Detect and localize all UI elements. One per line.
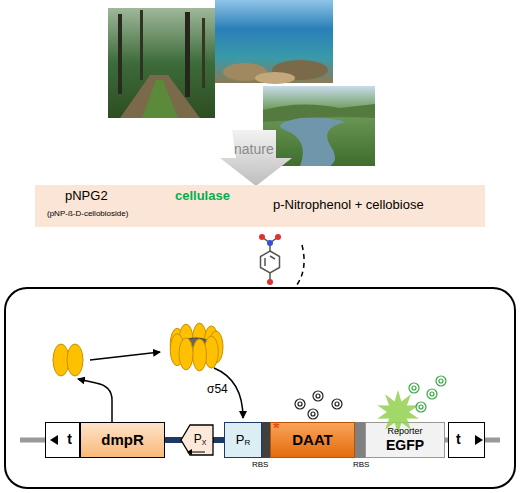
dmpr-complex [170,323,223,371]
p-nitrophenol-structure [259,234,281,285]
rbs-segment [262,422,270,458]
node-text: EGFP [386,438,424,453]
node-text: P [236,433,245,447]
node-text: X [202,439,207,447]
forest-photo [185,12,190,97]
gene-box: DAAT [270,422,355,458]
product-molecule [332,399,342,409]
p-nitrophenol-structure [275,234,281,240]
fluorescent-molecule [412,386,416,390]
fluorescent-molecule [436,376,446,386]
terminator-box: t [448,422,485,458]
river-photo [263,86,375,166]
promoter-direction [187,449,205,455]
p-nitrophenol-structure [267,279,273,285]
rbs-label: RBS [252,461,268,470]
dmpr-dimer [53,344,83,376]
product-molecule [298,402,302,406]
sigma-factor-label: σ54 [207,383,228,396]
nature-arrow [220,130,292,186]
forest-photo [118,14,122,94]
product-molecule [295,391,342,419]
node-text: R [244,439,250,448]
p-nitrophenol-structure [264,258,266,266]
dmpr-complex [179,338,193,370]
source-label: nature [234,142,274,157]
node-text: Reporter [387,427,422,437]
node-text: P [194,433,202,446]
gene-box: dmpR [80,422,165,458]
fluorescent-molecule [409,376,446,412]
dmpr-complex [193,339,207,371]
promoter-box: PR [224,422,262,458]
fluorescent-molecule [439,379,443,383]
forest-photo [120,75,200,118]
reef-photo [215,0,333,83]
terminator-arrow [475,435,483,445]
product-molecule [335,402,339,406]
reporter-box: ReporterEGFP [365,422,445,458]
p-nitrophenol-structure [270,256,275,259]
product-molecule [295,399,305,409]
forest-photo [108,8,215,118]
terminator-arrow [50,435,58,445]
pentagon-outline [181,425,213,455]
p-nitrophenol-structure [261,251,280,273]
rbs-label: RBS [353,461,369,470]
forest-photo [202,18,205,88]
forest-photo [142,80,178,118]
fluorescent-molecule [409,383,419,393]
node-text: p-Nitrophenol + cellobiose [273,198,424,212]
fluorescent-molecule [416,402,426,412]
node-text: dmpR [101,432,144,449]
forest-photo [140,10,143,80]
promoter-pentagon: PX [180,424,214,456]
product-molecule [316,394,320,398]
product-molecule [313,391,323,401]
cell-outline [5,288,515,488]
expression-arrow [78,379,112,422]
node-text: cellulase [175,189,230,203]
oligomer-arrow [90,352,160,360]
expression-arrow [78,379,112,422]
mutation-mark: * [273,420,280,439]
cell-outline [5,288,515,488]
p-nitrophenol-structure [267,240,273,246]
p-nitrophenol-structure [259,234,265,240]
oligomer-arrow [90,352,160,360]
reef-photo [215,0,333,84]
fluorescence-burst [377,390,419,434]
fluorescence-burst [377,390,419,434]
fluorescent-molecule [419,405,423,409]
promoter-direction [190,452,205,453]
node-text: t [456,432,461,447]
rbs-segment [355,422,365,458]
nature-arrow [220,130,292,186]
dmpr-dimer [67,344,83,376]
fluorescent-molecule [430,392,434,396]
product-molecule [311,412,315,416]
node-text: pNPG2 [65,189,108,203]
reef-photo [255,72,295,84]
forest-photo [108,8,215,118]
fluorescent-molecule [427,389,437,399]
river-photo [263,86,375,166]
node-text: DAAT [292,432,333,449]
terminator-arrow [50,435,483,445]
product-molecule [308,409,318,419]
promoter-direction [187,449,192,455]
reaction-band: pNPG2 (pNP-ß-D-cellobioside) cellulase p-Ni… [35,185,485,227]
terminator-box: t [45,422,80,458]
node-text: t [67,432,72,447]
node-text: (pNP-ß-D-cellobioside) [47,210,128,219]
